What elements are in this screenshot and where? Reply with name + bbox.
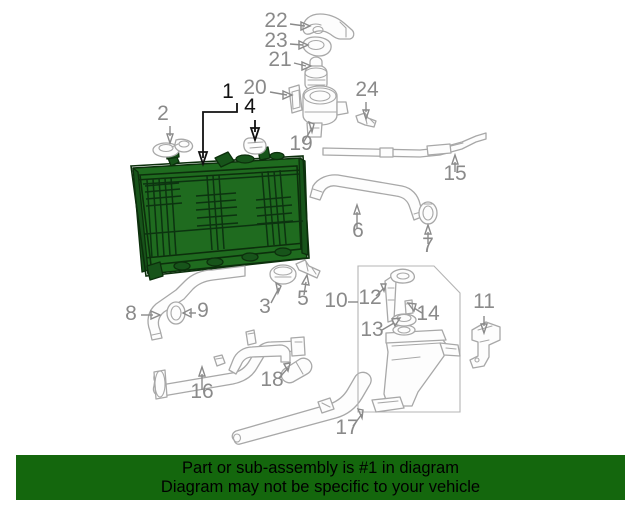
thermostat-gasket-seal[interactable] [288, 84, 303, 114]
callout-label-16[interactable]: 16 [190, 380, 213, 403]
drain-plug[interactable] [269, 264, 297, 285]
callout-label-12[interactable]: 12 [358, 286, 381, 309]
water-outlet-elbow[interactable] [302, 13, 355, 40]
callout-label-1[interactable]: 1 [222, 80, 234, 103]
callout-label-11[interactable]: 11 [473, 290, 495, 313]
thermostat[interactable] [304, 56, 328, 92]
water-bypass-hose[interactable] [231, 371, 372, 445]
part-info-banner: Part or sub-assembly is #1 in diagram Di… [16, 455, 625, 500]
radiator-cap[interactable] [243, 137, 267, 155]
callout-label-19[interactable]: 19 [289, 132, 312, 155]
callout-label-17[interactable]: 17 [335, 416, 358, 439]
water-inlet-pipe[interactable] [152, 329, 306, 400]
callout-label-10[interactable]: 10 [324, 289, 347, 312]
callout-numbers: 1 2 3 4 5 6 7 8 9 10 11 12 13 14 15 16 1… [125, 9, 495, 439]
callout-label-9[interactable]: 9 [197, 299, 209, 322]
hose-clamp-lower[interactable] [166, 301, 186, 325]
callout-label-5[interactable]: 5 [297, 287, 309, 310]
banner-line-disclaimer: Diagram may not be specific to your vehi… [160, 477, 481, 496]
radiator-core-fins-right [255, 169, 294, 247]
callout-leaders [141, 20, 488, 427]
callout-label-14[interactable]: 14 [416, 302, 440, 325]
callout-label-3[interactable]: 3 [259, 295, 271, 318]
hose-clamp[interactable] [418, 201, 438, 225]
callout-label-22[interactable]: 22 [264, 9, 287, 32]
banner-line-part-number: Part or sub-assembly is #1 in diagram [182, 459, 459, 478]
callout-label-7[interactable]: 7 [422, 234, 434, 257]
outlet-gasket[interactable] [302, 36, 332, 57]
radiator-core-fins-left [144, 176, 183, 259]
radiator-core-seams [142, 173, 304, 235]
callout-label-15[interactable]: 15 [443, 162, 466, 185]
reservoir-level-gauge[interactable] [384, 268, 415, 323]
callout-label-13[interactable]: 13 [360, 318, 383, 341]
callout-label-8[interactable]: 8 [125, 302, 137, 325]
callout-label-20[interactable]: 20 [243, 76, 266, 99]
callout-label-21[interactable]: 21 [268, 48, 291, 71]
callout-label-6[interactable]: 6 [352, 219, 364, 242]
lower-radiator-hose[interactable] [147, 265, 246, 341]
water-outlet-housing[interactable] [302, 85, 349, 138]
callout-label-2[interactable]: 2 [157, 102, 169, 125]
radiator-core-fins-center [195, 174, 239, 251]
overflow-tube[interactable] [322, 132, 487, 158]
reservoir-tank-assembly[interactable] [357, 265, 461, 413]
bleeder-screw[interactable] [295, 259, 321, 279]
radiator-drain-cock[interactable] [152, 138, 194, 158]
callout-label-23[interactable]: 23 [264, 29, 287, 52]
radiator-assembly[interactable] [130, 146, 310, 281]
callout-label-4[interactable]: 4 [244, 95, 256, 118]
callout-label-24[interactable]: 24 [355, 78, 379, 101]
upper-radiator-hose[interactable] [309, 174, 425, 221]
callout-label-18[interactable]: 18 [260, 368, 283, 391]
